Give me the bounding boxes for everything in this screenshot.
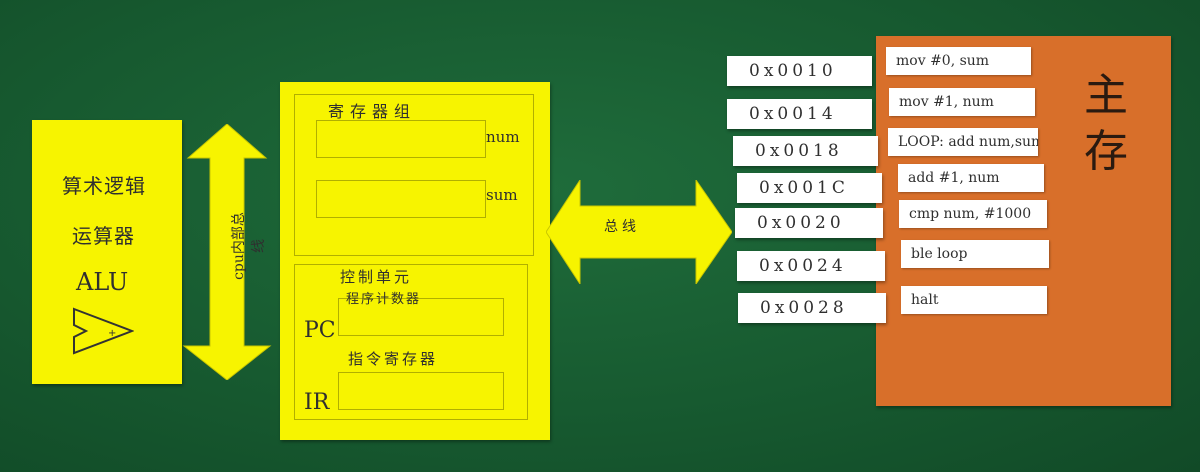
main-memory-title: 主存 — [1084, 70, 1128, 177]
system-bus-arrow — [546, 180, 732, 284]
program-counter-label: PC — [304, 318, 336, 343]
memory-address-slip: 0x001C — [737, 173, 882, 203]
memory-address-slip: 0x0020 — [735, 208, 883, 238]
alu-label-line2: 运算器 — [72, 224, 135, 248]
instruction-slip: add #1, num — [898, 164, 1044, 192]
instruction-slip: cmp num, #1000 — [899, 200, 1047, 228]
instruction-register-label: IR — [304, 390, 330, 415]
memory-address-slip: 0x0010 — [727, 56, 872, 86]
control-unit-box — [294, 264, 528, 420]
register-sum-box — [316, 180, 486, 218]
memory-address-slip: 0x0014 — [727, 99, 872, 129]
svg-text:+: + — [108, 328, 116, 339]
cpu-card: 寄存器组 num sum 控制单元 程序计数器 PC 指令寄存器 IR — [280, 82, 550, 440]
alu-label-line3: ALU — [76, 268, 129, 296]
instruction-register-box — [338, 372, 504, 410]
alu-symbol-icon: + — [73, 307, 134, 355]
register-group-box — [294, 94, 534, 256]
program-counter-title: 程序计数器 — [346, 292, 422, 307]
cpu-internal-bus-label: cpu内部总线 — [231, 212, 267, 280]
instruction-slip: mov #1, num — [889, 88, 1035, 116]
program-counter-box — [338, 298, 504, 336]
instruction-slip: ble loop — [901, 240, 1049, 268]
cpu-internal-bus-arrow — [182, 124, 272, 380]
memory-address-slip: 0x0018 — [733, 136, 878, 166]
alu-label-line1: 算术逻辑 — [62, 174, 146, 198]
system-bus-label: 总线 — [604, 219, 640, 235]
instruction-slip: mov #0, sum — [886, 47, 1031, 75]
instruction-register-title: 指令寄存器 — [348, 350, 439, 368]
register-num-box — [316, 120, 486, 158]
instruction-slip: halt — [901, 286, 1047, 314]
memory-address-slip: 0x0024 — [737, 251, 885, 281]
alu-card: 算术逻辑 运算器 ALU + — [32, 120, 182, 384]
control-unit-title: 控制单元 — [340, 268, 413, 286]
register-num-label: num — [486, 128, 520, 146]
register-sum-label: sum — [486, 186, 518, 204]
memory-address-slip: 0x0028 — [738, 293, 886, 323]
register-group-title: 寄存器组 — [328, 102, 417, 121]
instruction-slip: LOOP: add num,sum — [888, 128, 1038, 156]
